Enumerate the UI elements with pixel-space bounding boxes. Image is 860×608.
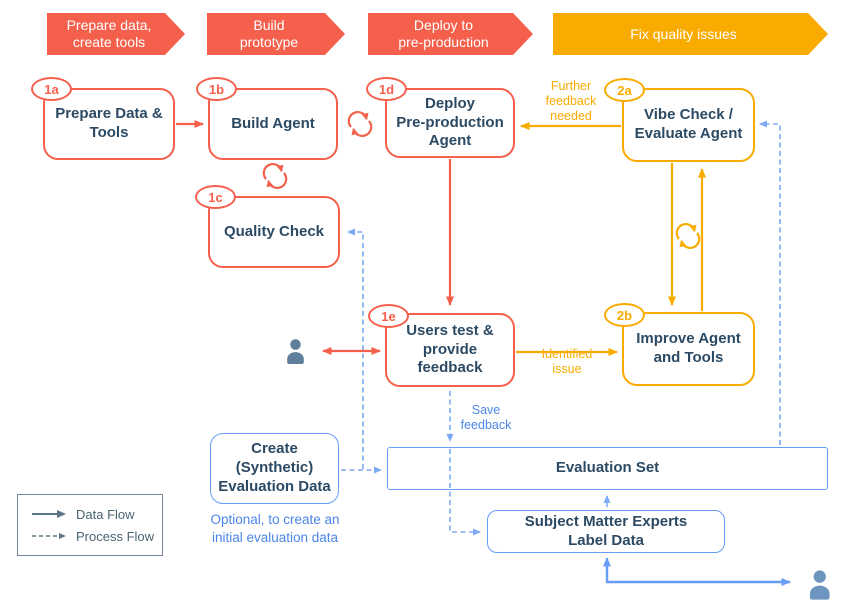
step-badge-1d: 1d (366, 77, 407, 101)
step-badge-2b: 2b (604, 303, 645, 327)
dashed-arrow-icon (32, 533, 66, 539)
loop-icon (347, 111, 373, 137)
legend-row-process-flow: Process Flow (31, 529, 162, 544)
legend-label-data-flow: Data Flow (76, 506, 135, 522)
phase-banner-label: Build prototype (239, 17, 299, 50)
step-label: Subject Matter Experts Label Data (524, 512, 688, 549)
step-label: Evaluation Set (555, 459, 660, 477)
legend-label-process-flow: Process Flow (76, 528, 155, 544)
step-label: Prepare Data & Tools (55, 105, 163, 141)
step-box-improve-agent-and-tools: Improve Agent and Tools (622, 312, 755, 386)
user-icon (809, 570, 830, 600)
loop-icon (675, 223, 701, 249)
step-label: Vibe Check / Evaluate Agent (634, 106, 743, 142)
dashed-evalset-to-vibe-check (759, 120, 781, 445)
edge-label-save-feedback: Save feedback (460, 403, 512, 432)
step-box-build-agent: Build Agent (208, 88, 338, 160)
phase-banner-deploy-preproduction: Deploy to pre-production (368, 13, 533, 55)
step-badge-1b: 1b (196, 77, 237, 101)
step-label: Build Agent (231, 114, 315, 132)
box-subject-matter-experts-label-data: Subject Matter Experts Label Data (487, 510, 725, 553)
step-label: Improve Agent and Tools (636, 330, 741, 366)
phase-banner-build-prototype: Build prototype (207, 13, 345, 55)
step-badge-1a: 1a (31, 77, 72, 101)
step-badge-1c: 1c (195, 185, 236, 209)
step-box-vibe-check-evaluate-agent: Vibe Check / Evaluate Agent (622, 88, 755, 162)
step-box-users-test-provide-feedback: Users test & provide feedback (385, 313, 515, 387)
box-evaluation-set: Evaluation Set (387, 447, 828, 490)
box-create-synthetic-evaluation-data: Create (Synthetic) Evaluation Data (210, 433, 339, 504)
dashed-branch-to-quality-check (347, 228, 364, 469)
step-badge-2a: 2a (604, 78, 645, 102)
edge-label-identified-issue: Identified issue (541, 347, 593, 376)
step-label: Create (Synthetic) Evaluation Data (218, 440, 331, 495)
edge-label-further-feedback-needed: Further feedback needed (545, 79, 597, 123)
step-label: Users test & provide feedback (406, 321, 494, 377)
phase-banner-label: Prepare data, create tools (66, 17, 152, 50)
step-box-quality-check: Quality Check (208, 196, 340, 268)
step-box-prepare-data-tools: Prepare Data & Tools (43, 88, 175, 160)
phase-banner-prepare-data: Prepare data, create tools (47, 13, 185, 55)
step-label: Quality Check (223, 222, 325, 240)
solid-arrow-icon (32, 510, 66, 518)
step-badge-1e: 1e (368, 304, 409, 328)
phase-banner-label: Fix quality issues (630, 25, 737, 42)
phase-banner-label: Deploy to pre-production (398, 17, 489, 50)
legend: Data Flow Process Flow (17, 494, 163, 556)
loop-icon (262, 163, 288, 189)
phase-banner-fix-quality-issues: Fix quality issues (553, 13, 828, 55)
step-label: Deploy Pre-production Agent (396, 94, 504, 150)
user-icon (287, 339, 304, 364)
step-box-deploy-preproduction-agent: Deploy Pre-production Agent (385, 88, 515, 158)
note-optional-evaluation-data: Optional, to create an initial evaluatio… (210, 512, 340, 545)
arrow-sme-user-bidirectional (603, 557, 791, 586)
legend-row-data-flow: Data Flow (31, 507, 162, 522)
